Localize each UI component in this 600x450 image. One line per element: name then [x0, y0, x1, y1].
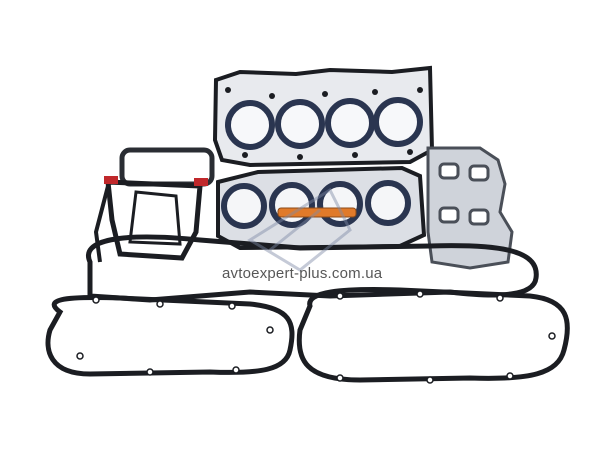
watermark-text: avtoexpert-plus.com.ua: [222, 265, 383, 282]
upper-head-gasket: [212, 65, 435, 168]
large-gasket-loops: [45, 234, 570, 383]
side-gasket-left: [93, 176, 208, 263]
exhaust-gaskets: [426, 146, 514, 270]
bolt-holes: [76, 290, 556, 384]
orange-strip: [277, 207, 357, 218]
watermark-logo: [247, 187, 352, 272]
